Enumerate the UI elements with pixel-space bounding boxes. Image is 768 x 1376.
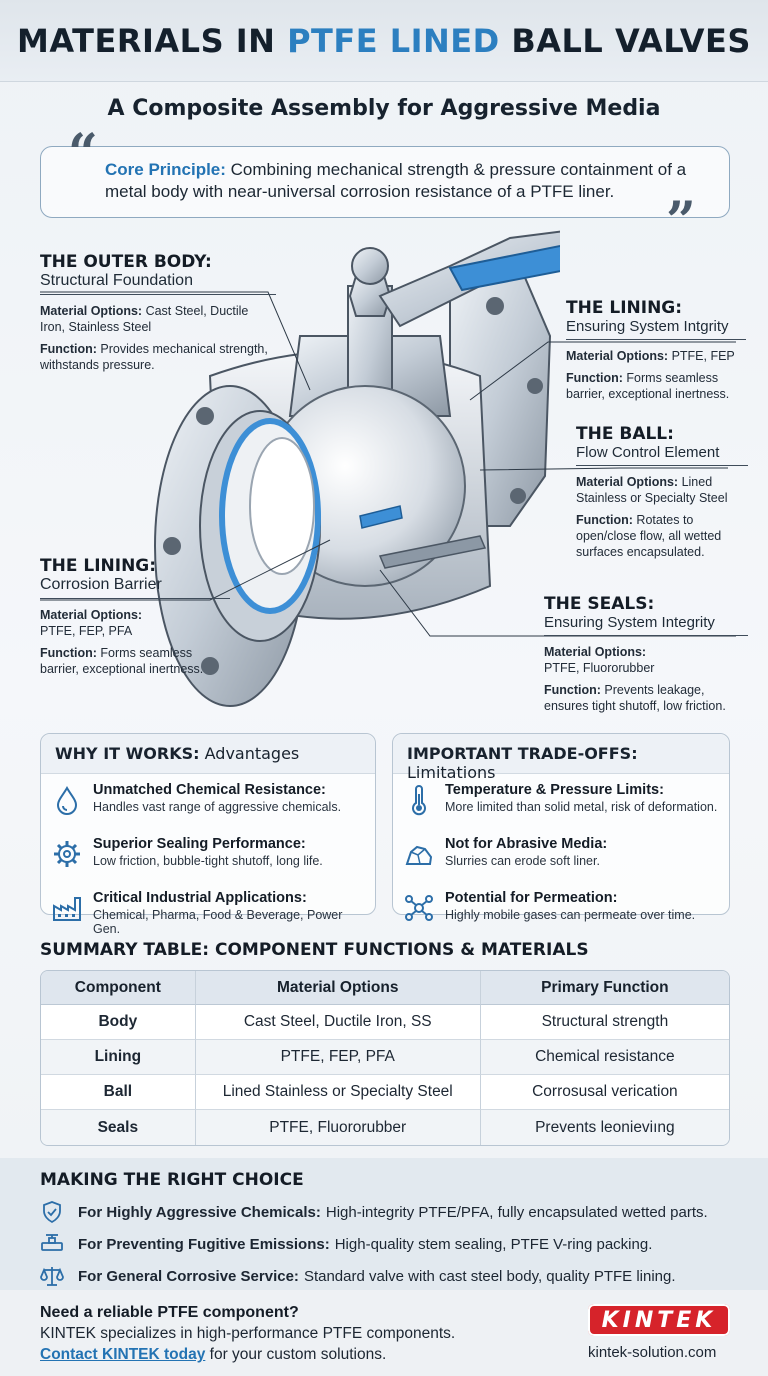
scale-icon: [40, 1267, 64, 1286]
principle-text: Combining mechanical strength & pressure…: [105, 160, 687, 201]
shield-check-icon: [43, 1201, 61, 1224]
rock-icon: [405, 845, 433, 865]
tradeoff-item: Temperature & Pressure Limits:More limit…: [393, 782, 729, 828]
table-cell: Body: [41, 1005, 195, 1040]
open-quote-icon: “: [68, 123, 98, 184]
column-header: Material Options: [194, 971, 480, 1005]
table-cell: PTFE, Fluororubber: [194, 1110, 480, 1145]
divider: [40, 598, 230, 599]
table-cell: Lined Stainless or Specialty Steel: [194, 1075, 480, 1110]
label-ball: THE BALL: Flow Control Element Material …: [576, 424, 748, 560]
header-banner: MATERIALS IN PTFE LINED BALL VALVES: [0, 0, 768, 82]
advantage-item: Critical Industrial Applications:Chemica…: [41, 890, 375, 936]
table-header-row: Component Material Options Primary Funct…: [41, 971, 729, 1005]
principle-lead: Core Principle:: [105, 160, 226, 179]
table-cell: Corrosusal verication: [479, 1075, 729, 1110]
table-cell: Lining: [41, 1040, 195, 1075]
choice-item: For Preventing Fugitive Emissions:High-q…: [40, 1230, 740, 1258]
divider: [566, 339, 746, 340]
page-title: MATERIALS IN PTFE LINED BALL VALVES: [17, 21, 751, 60]
molecule-icon: [405, 895, 433, 921]
tradeoff-item: Not for Abrasive Media:Slurries can erod…: [393, 836, 729, 882]
choice-item: For General Corrosive Service:Standard v…: [40, 1262, 740, 1290]
table-cell: Cast Steel, Ductile Iron, SS: [194, 1005, 480, 1040]
ball-valve-cutaway-illustration: [154, 230, 560, 707]
handle-grip-blue: [448, 244, 560, 292]
advantage-item: Superior Sealing Performance:Low frictio…: [41, 836, 375, 882]
advantage-item: Unmatched Chemical Resistance:Handles va…: [41, 782, 375, 828]
table-row: Lining PTFE, FEP, PFA Chemical resistanc…: [41, 1040, 729, 1075]
summary-table-wrapper: Component Material Options Primary Funct…: [40, 970, 730, 1146]
core-principle-box: Core Principle: Combining mechanical str…: [40, 146, 730, 218]
page-subtitle: A Composite Assembly for Aggressive Medi…: [107, 96, 661, 121]
kintek-logo: KINTEK: [588, 1304, 730, 1336]
summary-table: Component Material Options Primary Funct…: [40, 970, 730, 1146]
right-choice-list: For Highly Aggressive Chemicals:High-int…: [40, 1198, 740, 1290]
table-cell: Structural strength: [479, 1005, 729, 1040]
table-row: Body Cast Steel, Ductile Iron, SS Struct…: [41, 1005, 729, 1040]
website-link[interactable]: kintek-solution.com: [588, 1344, 717, 1361]
close-quote-icon: ”: [666, 191, 696, 252]
gear-icon: [54, 841, 80, 867]
summary-table-title: SUMMARY TABLE: COMPONENT FUNCTIONS & MAT…: [40, 940, 589, 960]
divider: [40, 294, 276, 295]
stem-cap: [351, 247, 389, 285]
divider: [544, 635, 748, 636]
factory-icon: [53, 897, 81, 921]
table-cell: Seals: [41, 1110, 195, 1145]
call-to-action: Need a reliable PTFE component? KINTEK s…: [40, 1304, 456, 1363]
advantages-panel: WHY IT WORKS: Advantages Unmatched Chemi…: [40, 733, 376, 936]
advantages-heading: WHY IT WORKS: Advantages: [41, 734, 375, 774]
table-cell: Prevents leonieviıng: [479, 1110, 729, 1145]
column-header: Primary Function: [479, 971, 729, 1005]
droplet-icon: [56, 785, 78, 815]
label-lining-left: THE LINING: Corrosion Barrier Material O…: [40, 556, 230, 677]
lower-body-section: [378, 535, 487, 569]
valve-icon: [41, 1234, 63, 1251]
seat-seal: [359, 505, 403, 529]
column-header: Component: [41, 971, 195, 1005]
right-choice-title: MAKING THE RIGHT CHOICE: [40, 1170, 304, 1190]
divider: [576, 465, 748, 466]
footer: Need a reliable PTFE component? KINTEK s…: [0, 1290, 768, 1376]
choice-item: For Highly Aggressive Chemicals:High-int…: [40, 1198, 740, 1226]
contact-link[interactable]: Contact KINTEK today: [40, 1346, 206, 1363]
label-lining-top: THE LINING: Ensuring System Intgrity Mat…: [566, 298, 746, 402]
thermometer-icon: [412, 785, 426, 816]
table-row: Ball Lined Stainless or Specialty Steel …: [41, 1075, 729, 1110]
table-cell: Ball: [41, 1075, 195, 1110]
label-outer-body: THE OUTER BODY: Structural Foundation Ma…: [40, 252, 276, 373]
label-seals: THE SEALS: Ensuring System Integrity Mat…: [544, 594, 748, 714]
tradeoffs-heading: IMPORTANT TRADE-OFFS: Limitations: [393, 734, 729, 782]
tradeoffs-panel: IMPORTANT TRADE-OFFS: Limitations Temper…: [392, 733, 730, 922]
table-row: Seals PTFE, Fluororubber Prevents leonie…: [41, 1110, 729, 1145]
table-cell: Chemical resistance: [479, 1040, 729, 1075]
right-choice-section: MAKING THE RIGHT CHOICE For Highly Aggre…: [0, 1158, 768, 1290]
table-cell: PTFE, FEP, PFA: [194, 1040, 480, 1075]
tradeoff-item: Potential for Permeation:Highly mobile g…: [393, 890, 729, 936]
